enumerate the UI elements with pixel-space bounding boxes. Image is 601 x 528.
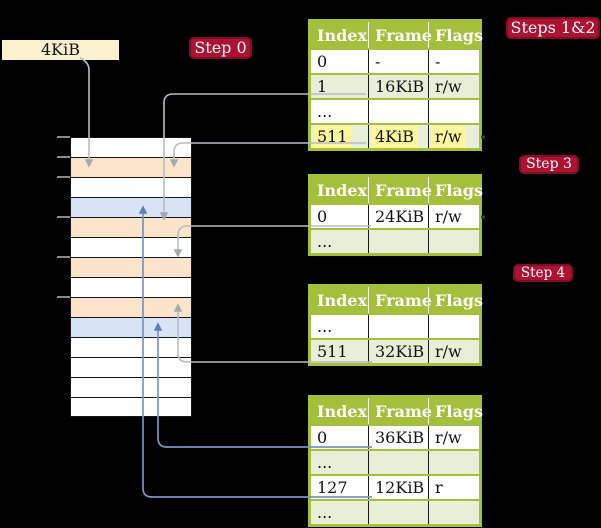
table-cell: r/w	[428, 426, 479, 449]
table-cell	[428, 451, 479, 474]
table-row-...: ...	[311, 315, 479, 338]
header-cell-flags: Flags	[428, 22, 483, 48]
header-cell-frame: Frame	[368, 398, 432, 424]
memory-row-2	[71, 178, 191, 198]
page-size-label: 4KiB	[2, 40, 119, 60]
table-cell	[428, 501, 479, 524]
header-cell-frame: Frame	[368, 177, 432, 203]
table-cell: ...	[317, 503, 333, 522]
table-row-0: 0 --	[311, 50, 479, 73]
header-cell-flags: Flags	[428, 177, 483, 203]
table-cell: 24KiB	[368, 205, 428, 228]
memory-row-4	[71, 218, 191, 238]
table-cell: 127	[317, 478, 348, 497]
highlighted-value: r/w	[432, 125, 466, 148]
table-cell: 0	[317, 52, 328, 71]
table-cell: r/w	[428, 340, 479, 363]
table-cell: 0	[317, 428, 328, 447]
header-cell-index: Index	[317, 290, 368, 310]
memory-row-13	[71, 398, 191, 416]
table-cell: 511	[311, 125, 368, 148]
highlighted-value: 4KiB	[372, 125, 419, 148]
table-cell: r/w	[428, 125, 479, 148]
memory-row-5	[71, 238, 191, 258]
badge-step-0: Step 0	[189, 37, 252, 59]
table-cell: 4KiB	[368, 125, 428, 148]
table-cell: 1	[317, 77, 328, 96]
table-cell: ...	[317, 102, 333, 121]
table-row-511: 511 4KiB r/w	[311, 125, 479, 148]
table-cell: -	[368, 50, 428, 73]
table-cell	[368, 230, 428, 253]
table-cell: 32KiB	[368, 340, 428, 363]
badge-steps-1-2: Steps 1&2	[506, 17, 600, 39]
memory-row-0	[71, 138, 191, 158]
table-cell	[368, 451, 428, 474]
memory-row-7	[71, 278, 191, 298]
table-row-...: ...	[311, 451, 479, 474]
memory-row-12	[71, 378, 191, 398]
header-cell-index: Index	[317, 401, 368, 421]
table-row-...: ...	[311, 230, 479, 253]
memory-row-3	[71, 198, 191, 218]
table-cell	[368, 315, 428, 338]
header-cell-index: Index	[317, 25, 368, 45]
highlighted-value: 511	[314, 125, 352, 148]
memory-row-6	[71, 258, 191, 278]
badge-step-3: Step 3	[519, 155, 579, 174]
memory-column	[70, 137, 192, 417]
header-cell-frame: Frame	[368, 22, 432, 48]
memory-row-1	[71, 158, 191, 178]
memory-row-8	[71, 298, 191, 318]
table-row-...: ...	[311, 501, 479, 524]
table-cell: ...	[317, 317, 333, 336]
table-cell	[368, 100, 428, 123]
memory-row-10	[71, 338, 191, 358]
table-cell: 16KiB	[368, 75, 428, 98]
header-cell-index: Index	[317, 180, 368, 200]
table-cell: 0	[317, 207, 328, 226]
table-cell: r	[428, 476, 479, 499]
table-cell: r/w	[428, 205, 479, 228]
table-cell: 511	[317, 342, 348, 361]
table-cell: 12KiB	[368, 476, 428, 499]
table-cell	[428, 315, 479, 338]
table-cell: -	[428, 50, 479, 73]
header-cell-flags: Flags	[428, 287, 483, 313]
memory-row-11	[71, 358, 191, 378]
table-cell	[428, 100, 479, 123]
table-cell: 36KiB	[368, 426, 428, 449]
table-cell	[368, 501, 428, 524]
table-cell: r/w	[428, 75, 479, 98]
memory-row-9	[71, 318, 191, 338]
table-cell: ...	[317, 232, 333, 251]
header-cell-frame: Frame	[368, 287, 432, 313]
table-cell	[428, 230, 479, 253]
table-row-...: ...	[311, 100, 479, 123]
badge-step-4: Step 4	[513, 264, 573, 282]
table-cell: ...	[317, 453, 333, 472]
header-cell-flags: Flags	[428, 398, 483, 424]
